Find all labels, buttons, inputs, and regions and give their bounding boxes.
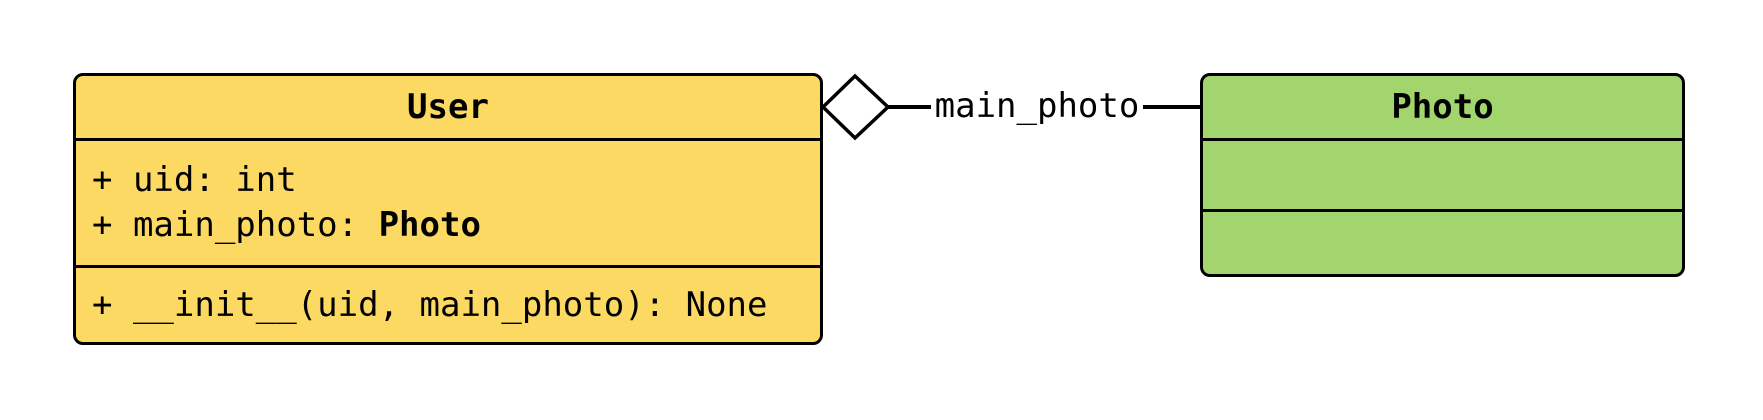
aggregation-diamond-icon [821, 73, 891, 141]
attribute-row-uid: + uid: int [92, 158, 804, 203]
method-row-init: + __init__(uid, main_photo): None [92, 285, 768, 325]
class-name-photo: Photo [1391, 87, 1494, 127]
attribute-row-main-photo: + main_photo: Photo [92, 203, 804, 248]
class-node-photo[interactable]: Photo [1200, 73, 1685, 277]
relationship-label: main_photo [931, 85, 1143, 127]
aggregation-connector [821, 73, 1203, 141]
class-title-user: User [76, 76, 820, 138]
class-node-user[interactable]: User + uid: int + main_photo: Photo + __… [73, 73, 823, 345]
attribute-label: + main_photo: [92, 205, 379, 245]
class-title-photo: Photo [1203, 76, 1682, 138]
class-name-user: User [407, 87, 489, 127]
user-attributes-compartment: + uid: int + main_photo: Photo [76, 138, 820, 265]
attribute-label: + uid: [92, 160, 236, 200]
attribute-type: int [235, 160, 297, 200]
photo-attributes-compartment [1203, 138, 1682, 209]
photo-methods-compartment [1203, 209, 1682, 274]
attribute-type: Photo [378, 205, 481, 245]
user-methods-compartment: + __init__(uid, main_photo): None [76, 265, 820, 342]
